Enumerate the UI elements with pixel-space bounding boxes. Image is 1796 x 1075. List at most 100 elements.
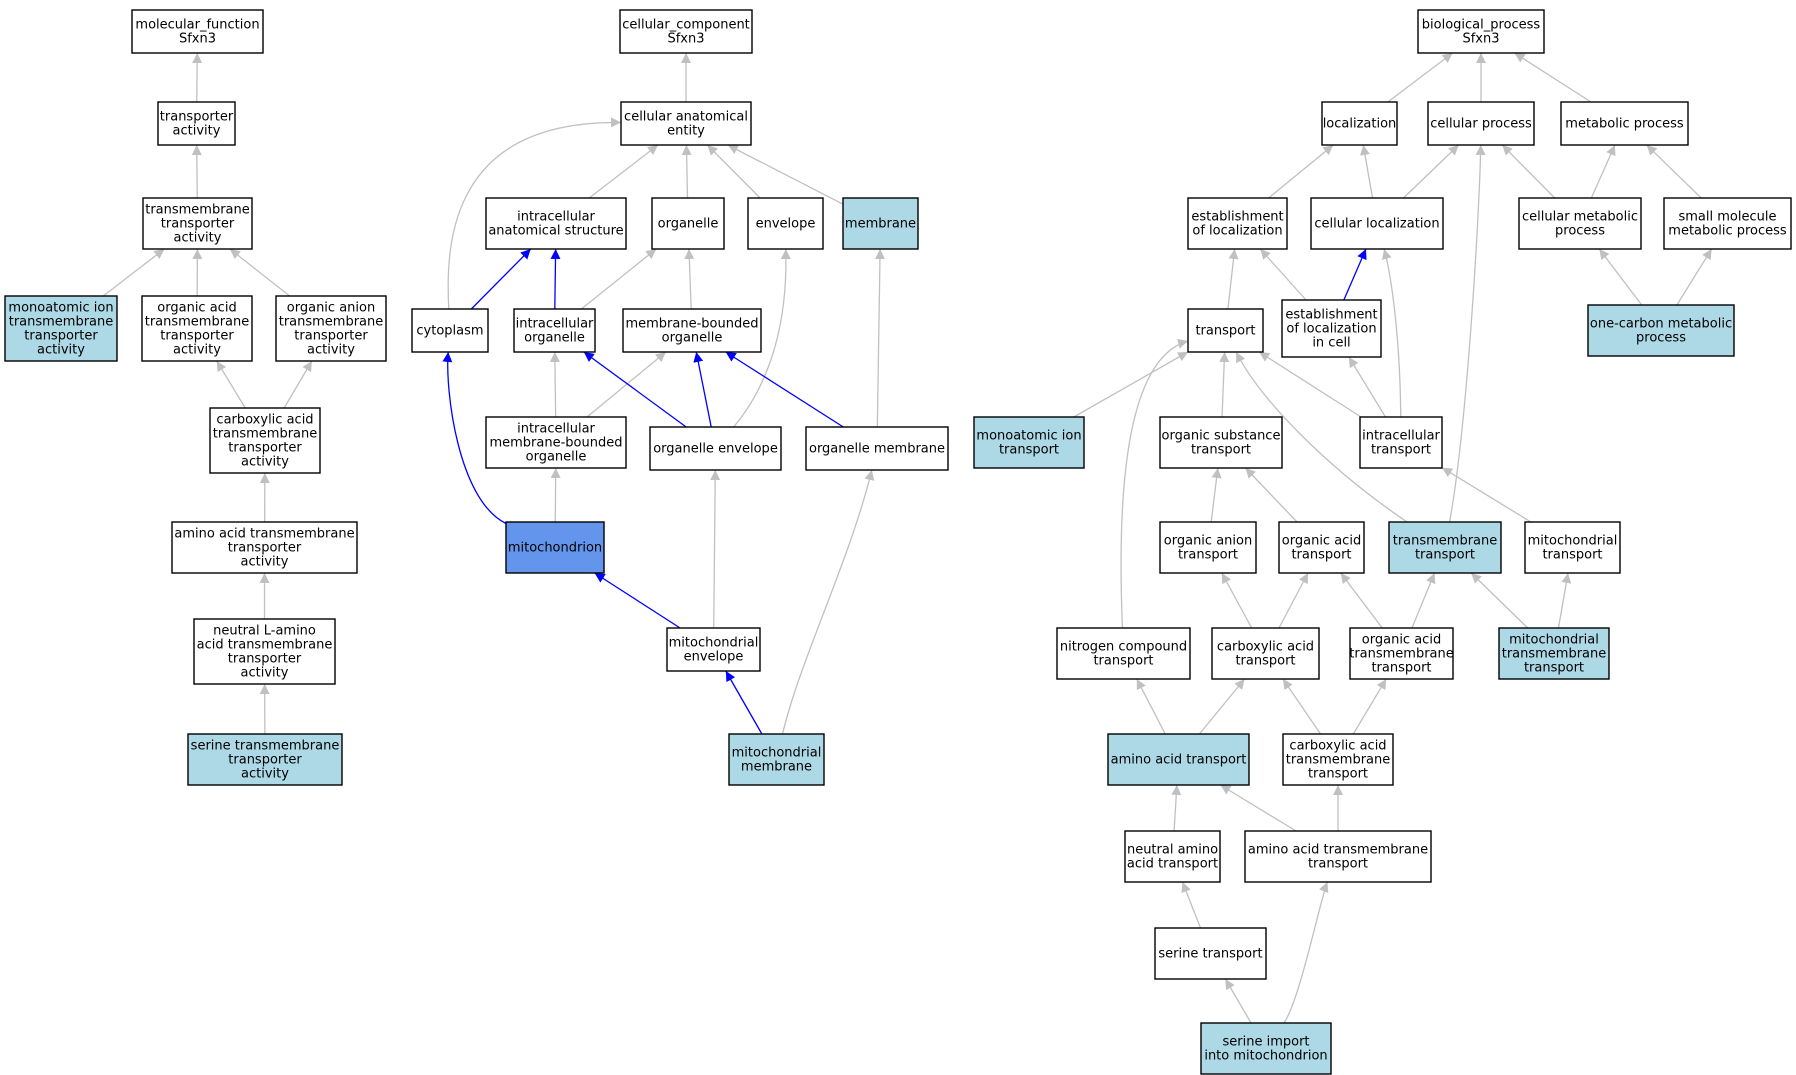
node-label-line: establishment — [1285, 307, 1377, 322]
node-label-line: transmembrane — [145, 314, 250, 329]
node-label-line: establishment — [1191, 209, 1283, 224]
node-label-line: transport — [1371, 660, 1431, 675]
go-term-node-aat[interactable]: amino acid transport — [1107, 733, 1250, 786]
node-box — [649, 426, 782, 471]
go-term-node-loc[interactable]: localization — [1321, 101, 1398, 146]
node-label-line: organelle membrane — [809, 441, 945, 456]
go-term-node-cp[interactable]: cellular process — [1427, 101, 1535, 146]
go-term-node-org[interactable]: organelle — [651, 197, 725, 250]
edge-iorg-to-org — [580, 248, 657, 310]
edge-mp-to-bp — [1514, 52, 1592, 103]
go-term-node-catmta[interactable]: carboxylic acidtransmembranetransportera… — [209, 407, 321, 474]
node-label-line: membrane-bounded — [625, 316, 758, 331]
go-term-node-st[interactable]: serine transport — [1154, 927, 1267, 980]
edge-catmt-to-oatmt — [1352, 678, 1387, 735]
edge-eolc-to-eol — [1259, 248, 1307, 301]
node-label-line: activity — [241, 766, 289, 781]
node-box — [619, 9, 753, 54]
edge-cl-to-loc — [1360, 144, 1374, 199]
go-term-node-cl[interactable]: cellular localization — [1310, 197, 1444, 250]
node-box — [1159, 416, 1283, 469]
edge-mtmt-to-tmt — [1470, 572, 1529, 629]
node-label-line: process — [1555, 223, 1605, 238]
node-label-line: organic anion — [287, 300, 375, 315]
node-box — [142, 197, 253, 250]
go-term-node-env[interactable]: envelope — [747, 197, 824, 250]
node-label-line: transporter — [228, 651, 302, 666]
node-label-line: membrane — [741, 759, 812, 774]
node-label-line: carboxylic acid — [1289, 738, 1386, 753]
node-box — [1518, 197, 1642, 250]
node-label-line: biological_process — [1422, 17, 1541, 32]
node-label-line: transmembrane — [1349, 646, 1454, 661]
edge-ost-to-trans — [1219, 351, 1230, 418]
go-term-node-oantmta[interactable]: organic aniontransmembranetransporteract… — [275, 295, 387, 362]
edge-mitomem-to-orgmem — [781, 469, 875, 735]
node-label-line: transport — [999, 442, 1059, 457]
go-term-node-trans[interactable]: transport — [1187, 308, 1264, 353]
node-label-line: transmembrane — [145, 202, 250, 217]
edge-orgenv-to-mborg — [693, 351, 712, 428]
node-box — [505, 521, 605, 574]
go-term-node-mem[interactable]: membrane — [842, 197, 919, 250]
node-box — [973, 416, 1085, 469]
edge-catmta-to-oatmta — [216, 360, 246, 409]
go-term-node-mito[interactable]: mitochondrion — [505, 521, 605, 574]
edge-cyto-to-ias — [470, 248, 532, 310]
node-box — [1560, 101, 1689, 146]
go-term-node-orgenv[interactable]: organelle envelope — [649, 426, 782, 471]
edge-iorg-to-ias — [550, 248, 561, 310]
node-label-line: mitochondrion — [508, 540, 602, 555]
node-label-line: Sfxn3 — [179, 31, 216, 46]
node-box — [747, 197, 824, 250]
edge-ocmp-to-smmp — [1676, 248, 1713, 306]
edge-aat-to-nct — [1136, 678, 1166, 735]
node-label-line: organelle — [526, 449, 587, 464]
go-term-node-aatmta[interactable]: amino acid transmembranetransporteractiv… — [171, 521, 358, 574]
go-term-node-orgmem[interactable]: organelle membrane — [805, 426, 949, 471]
node-box — [1498, 627, 1610, 680]
node-box — [1359, 416, 1443, 469]
go-term-node-cyto[interactable]: cytoplasm — [411, 308, 489, 353]
edge-mem-to-cae — [727, 144, 844, 205]
go-term-node-oatmta[interactable]: organic acidtransmembranetransporteracti… — [141, 295, 253, 362]
go-term-node-mitmta[interactable]: monoatomic iontransmembranetransporterac… — [4, 295, 118, 362]
edge-eol-to-loc — [1268, 144, 1334, 199]
node-label-line: transporter — [160, 109, 234, 124]
go-term-node-mp[interactable]: metabolic process — [1560, 101, 1689, 146]
